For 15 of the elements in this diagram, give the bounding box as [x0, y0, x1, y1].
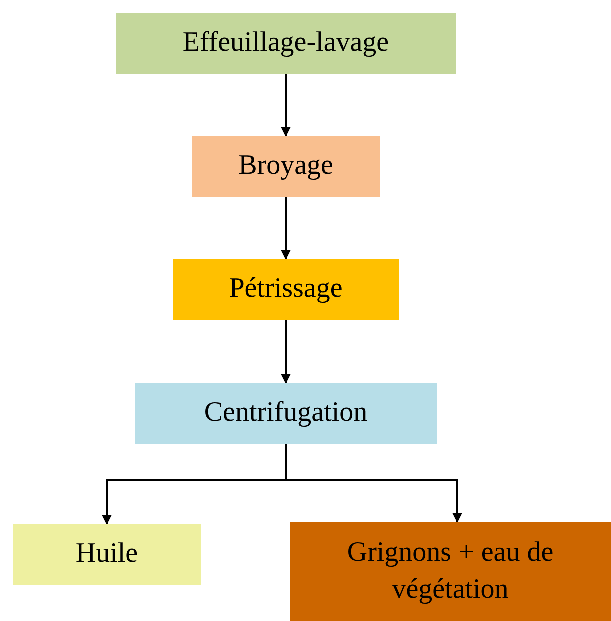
arrow [281, 197, 291, 260]
box-label: Effeuillage-lavage [182, 26, 390, 60]
process-box [13, 524, 201, 585]
process-box [135, 383, 437, 444]
box-label: Broyage [238, 149, 334, 184]
process-box [290, 522, 611, 621]
box-label: Grignons + eau de végétation [346, 536, 555, 606]
arrow [281, 320, 291, 384]
process-box [116, 13, 456, 74]
process-box [192, 136, 380, 197]
box-label: Centrifugation [204, 396, 368, 430]
box-label: Huile [76, 537, 138, 572]
process-box [173, 259, 399, 320]
arrow [281, 74, 291, 137]
box-label: Pétrissage [229, 272, 343, 306]
